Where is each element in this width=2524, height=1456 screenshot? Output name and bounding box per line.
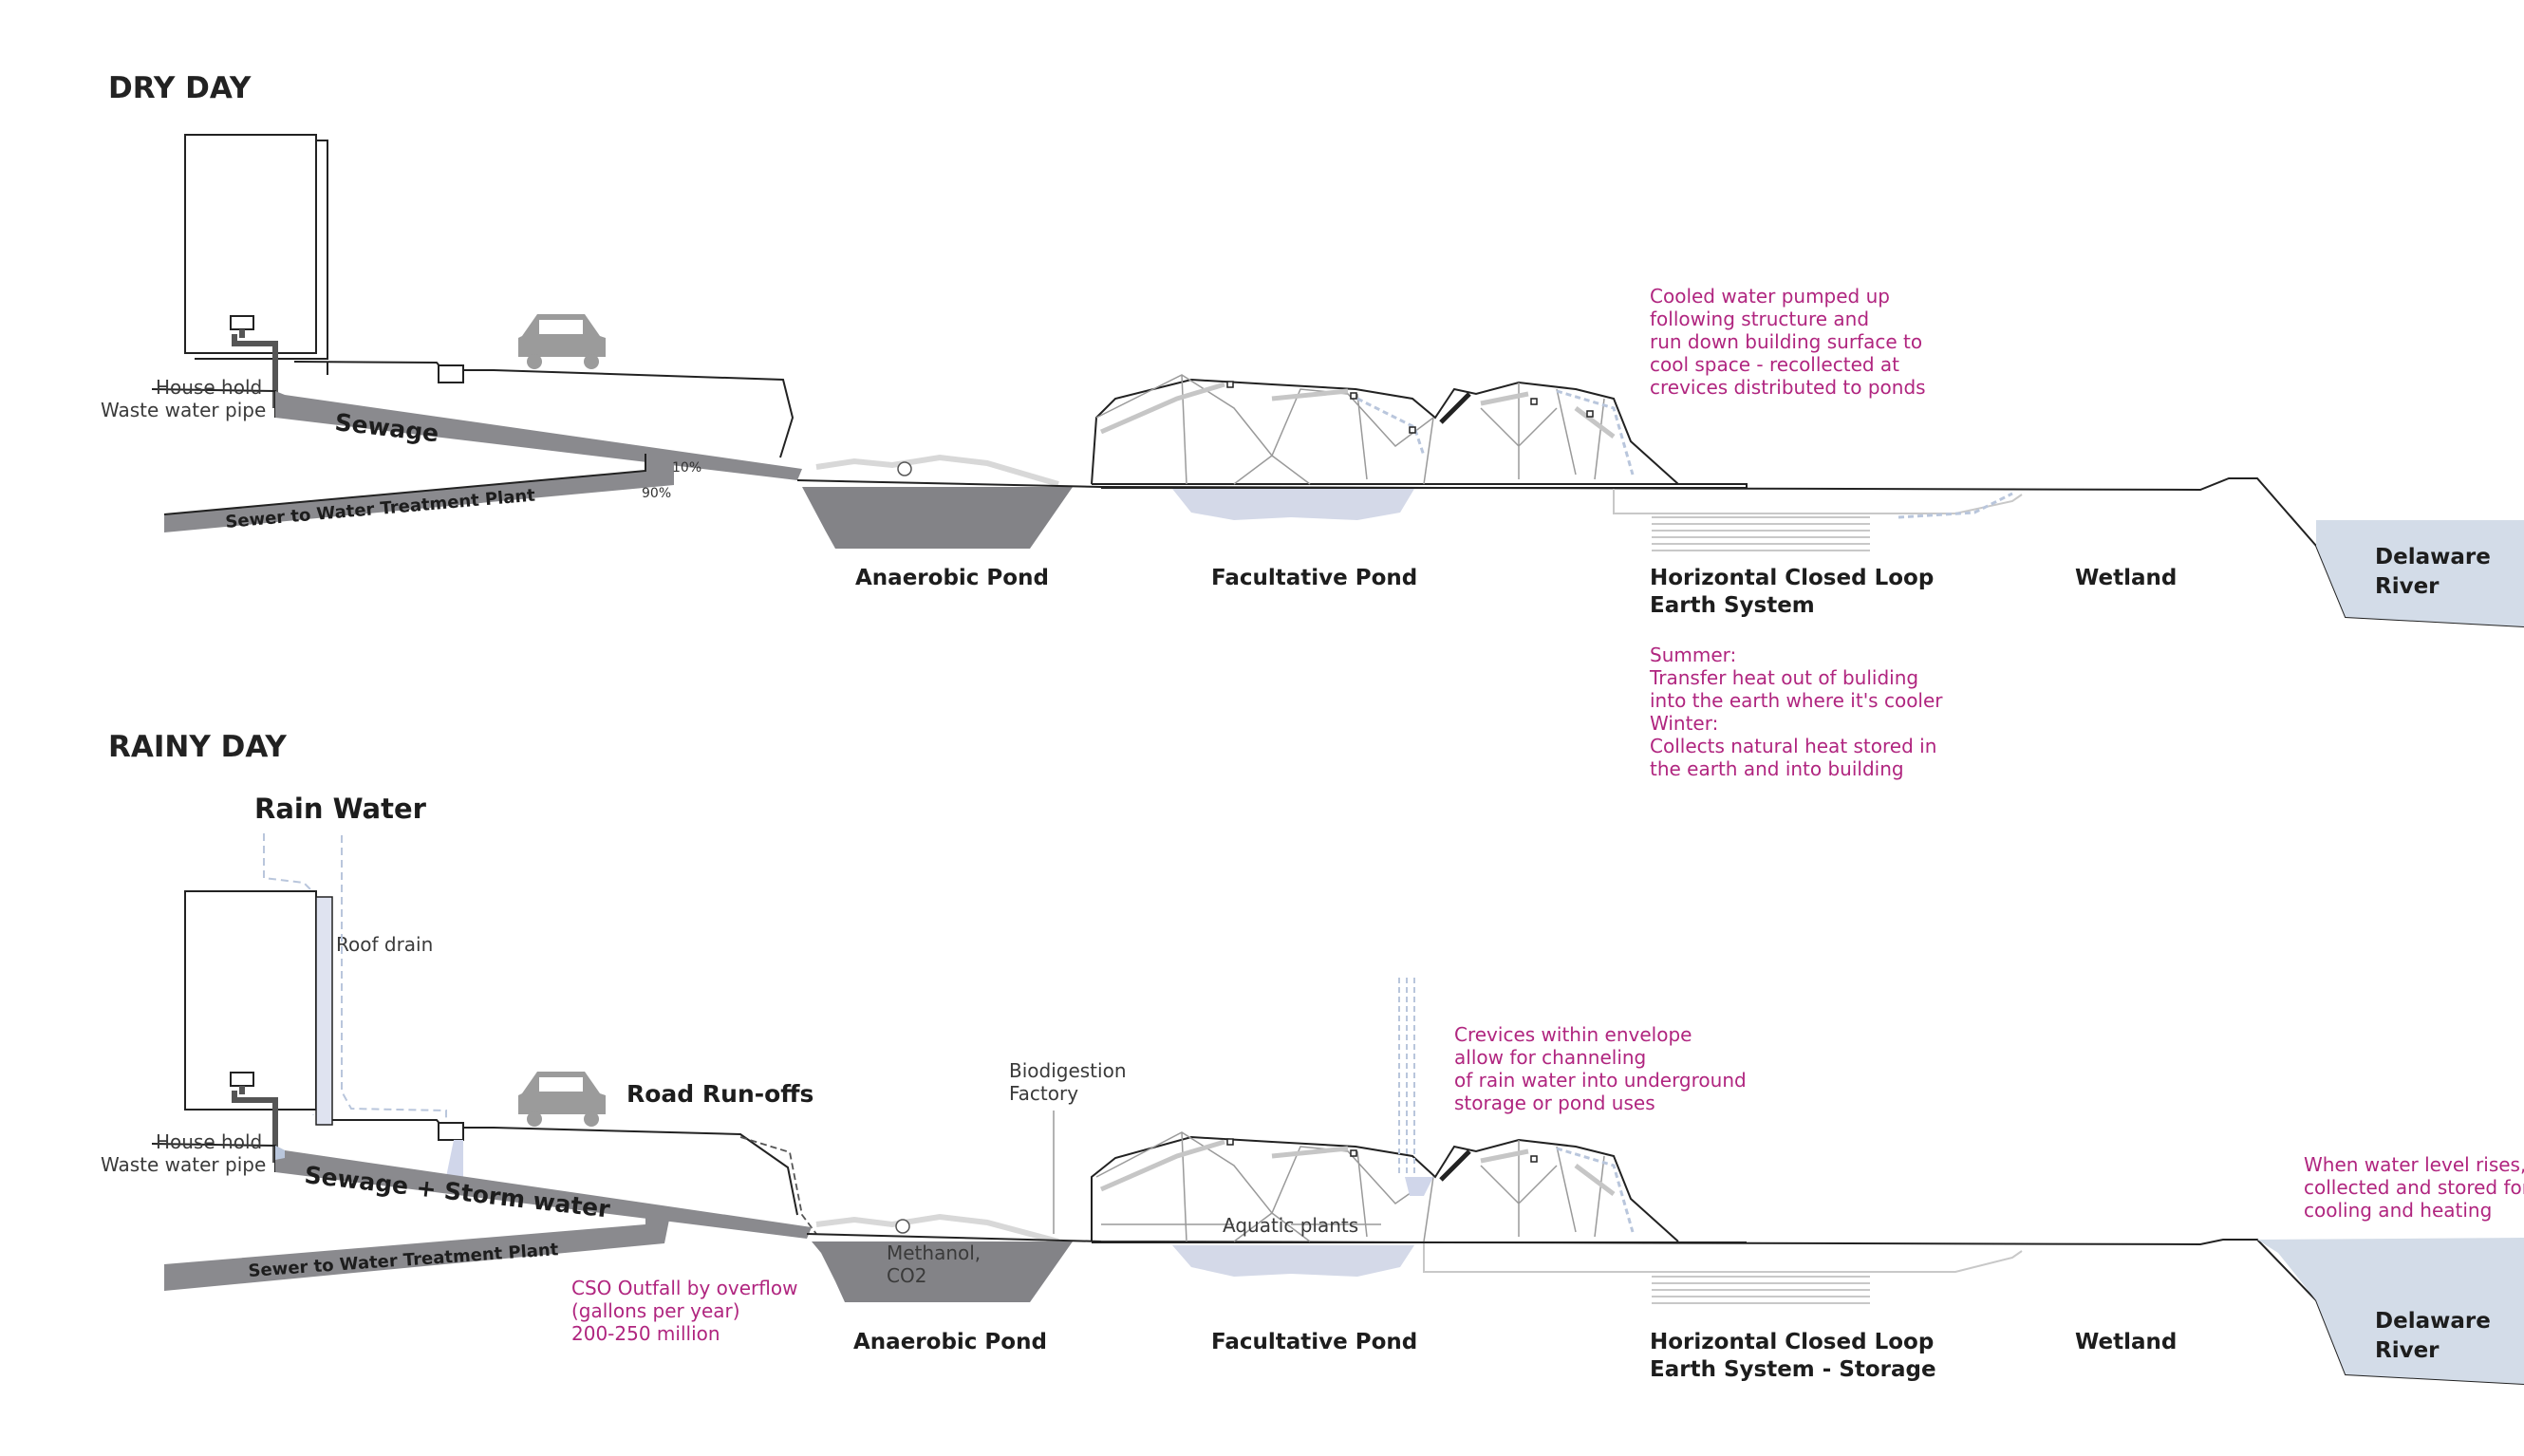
- dry-day-title: DRY DAY: [108, 71, 252, 105]
- note-cooled-water: Cooled water pumped up following structu…: [1650, 285, 1926, 399]
- biodigestion-label-line2: Factory: [1009, 1082, 1078, 1105]
- rain-water-label: Rain Water: [254, 793, 427, 825]
- note-line: following structure and: [1650, 308, 1869, 330]
- river-label-line2: River: [2375, 574, 2440, 599]
- wetland-label: Wetland: [2075, 566, 2177, 590]
- methanol-label-line1: Methanol,: [887, 1241, 981, 1264]
- anaerobic-pond-label: Anaerobic Pond: [855, 566, 1049, 590]
- note-line: run down building surface to: [1650, 330, 1922, 353]
- pct-bottom-label: 90%: [642, 486, 671, 501]
- note-line: the earth and into building: [1650, 757, 1904, 780]
- sewage-label: Sewage: [333, 408, 439, 447]
- tent-structure-rainy: [1091, 978, 1747, 1243]
- note-line: 200-250 million: [571, 1322, 720, 1345]
- note-line: cooling and heating: [2304, 1199, 2492, 1222]
- note-line: Summer:: [1650, 644, 1736, 666]
- sewer-to-plant-pipe-rainy: [164, 1215, 669, 1291]
- rainy-day-title: RAINY DAY: [108, 730, 287, 764]
- note-water-level: When water level rises, collected and st…: [2304, 1153, 2524, 1222]
- household-label-line1: House hold: [156, 376, 262, 399]
- facultative-pond-label: Facultative Pond: [1211, 1330, 1417, 1354]
- river-label-line1: Delaware: [2375, 1309, 2491, 1334]
- sewage-storm-pipe: [275, 1146, 812, 1239]
- tent-structure: [1091, 374, 1748, 489]
- note-line: storage or pond uses: [1454, 1092, 1655, 1114]
- note-line: of rain water into underground: [1454, 1069, 1747, 1092]
- facultative-pond-label: Facultative Pond: [1211, 566, 1417, 590]
- delaware-river: [2316, 520, 2524, 626]
- note-line: Cooled water pumped up: [1650, 285, 1890, 308]
- methanol-label-line2: CO2: [887, 1264, 926, 1287]
- river-label-line2: River: [2375, 1338, 2440, 1363]
- note-line: into the earth where it's cooler: [1650, 689, 1943, 712]
- earth-system-label-line1: Horizontal Closed Loop: [1650, 1330, 1934, 1354]
- surface-flow-line: [815, 1213, 1059, 1244]
- aquatic-plants-label: Aquatic plants: [1223, 1214, 1358, 1237]
- note-line: collected and stored for: [2304, 1176, 2524, 1199]
- roof-drain-label: Roof drain: [336, 933, 433, 956]
- facultative-pond: [1172, 489, 1414, 520]
- earth-loop-pipes: [1613, 489, 2023, 551]
- flow-marker-icon: [895, 1219, 910, 1234]
- note-cso-outfall: CSO Outfall by overflow (gallons per yea…: [571, 1277, 797, 1345]
- rain-path-2: [341, 835, 447, 1125]
- earth-loop-pipes-rainy: [1423, 1243, 2023, 1304]
- anaerobic-pond: [802, 487, 1073, 549]
- car-icon: [518, 1072, 606, 1127]
- wetland-label: Wetland: [2075, 1330, 2177, 1354]
- house-building: [184, 134, 328, 408]
- household-label-line1: House hold: [156, 1130, 262, 1153]
- surface-flow-line: [815, 454, 1059, 487]
- biodigestion-label-line1: Biodigestion: [1009, 1059, 1127, 1082]
- note-line: CSO Outfall by overflow: [571, 1277, 797, 1299]
- household-label-line2: Waste water pipe: [101, 399, 266, 421]
- note-seasons: Summer: Transfer heat out of buliding in…: [1649, 644, 1943, 780]
- note-line: Collects natural heat stored in: [1650, 735, 1936, 757]
- pct-top-label: 10%: [672, 460, 701, 476]
- earth-system-label-line2: Earth System: [1650, 593, 1815, 618]
- note-line: Crevices within envelope: [1454, 1023, 1692, 1046]
- earth-system-label-line2: Earth System - Storage: [1650, 1357, 1936, 1382]
- note-line: cool space - recollected at: [1650, 353, 1899, 376]
- sewer-to-plant-label: Sewer to Water Treatment Plant: [225, 485, 536, 532]
- note-line: allow for channeling: [1454, 1046, 1646, 1069]
- river-label-line1: Delaware: [2375, 545, 2491, 569]
- note-line: When water level rises,: [2304, 1153, 2524, 1176]
- rainy-day-section: RAINY DAY Rain Water Roof drain Road Run…: [101, 730, 2524, 1385]
- earth-system-label-line1: Horizontal Closed Loop: [1650, 566, 1934, 590]
- delaware-river-rainy: [2257, 1238, 2524, 1384]
- runoff-path: [739, 1136, 817, 1235]
- household-label-line2: Waste water pipe: [101, 1153, 266, 1176]
- note-line: Winter:: [1650, 712, 1718, 735]
- sewer-to-plant-pipe: [164, 454, 674, 532]
- rain-path-1: [263, 833, 314, 1115]
- flow-marker-icon: [897, 461, 912, 476]
- house-building-rainy: [184, 890, 333, 1163]
- note-line: Transfer heat out of buliding: [1649, 666, 1918, 689]
- note-line: (gallons per year): [571, 1299, 740, 1322]
- facultative-pond-rainy: [1172, 1245, 1414, 1277]
- anaerobic-pond-label: Anaerobic Pond: [853, 1330, 1047, 1354]
- road-runoffs-label: Road Run-offs: [626, 1080, 813, 1108]
- anaerobic-pond-rainy: [812, 1241, 1073, 1302]
- note-crevices: Crevices within envelope allow for chann…: [1454, 1023, 1747, 1114]
- note-line: crevices distributed to ponds: [1650, 376, 1926, 399]
- dry-day-section: DRY DAY Sewage Sewer to Water Treatment …: [101, 71, 2524, 780]
- car-icon: [518, 314, 606, 369]
